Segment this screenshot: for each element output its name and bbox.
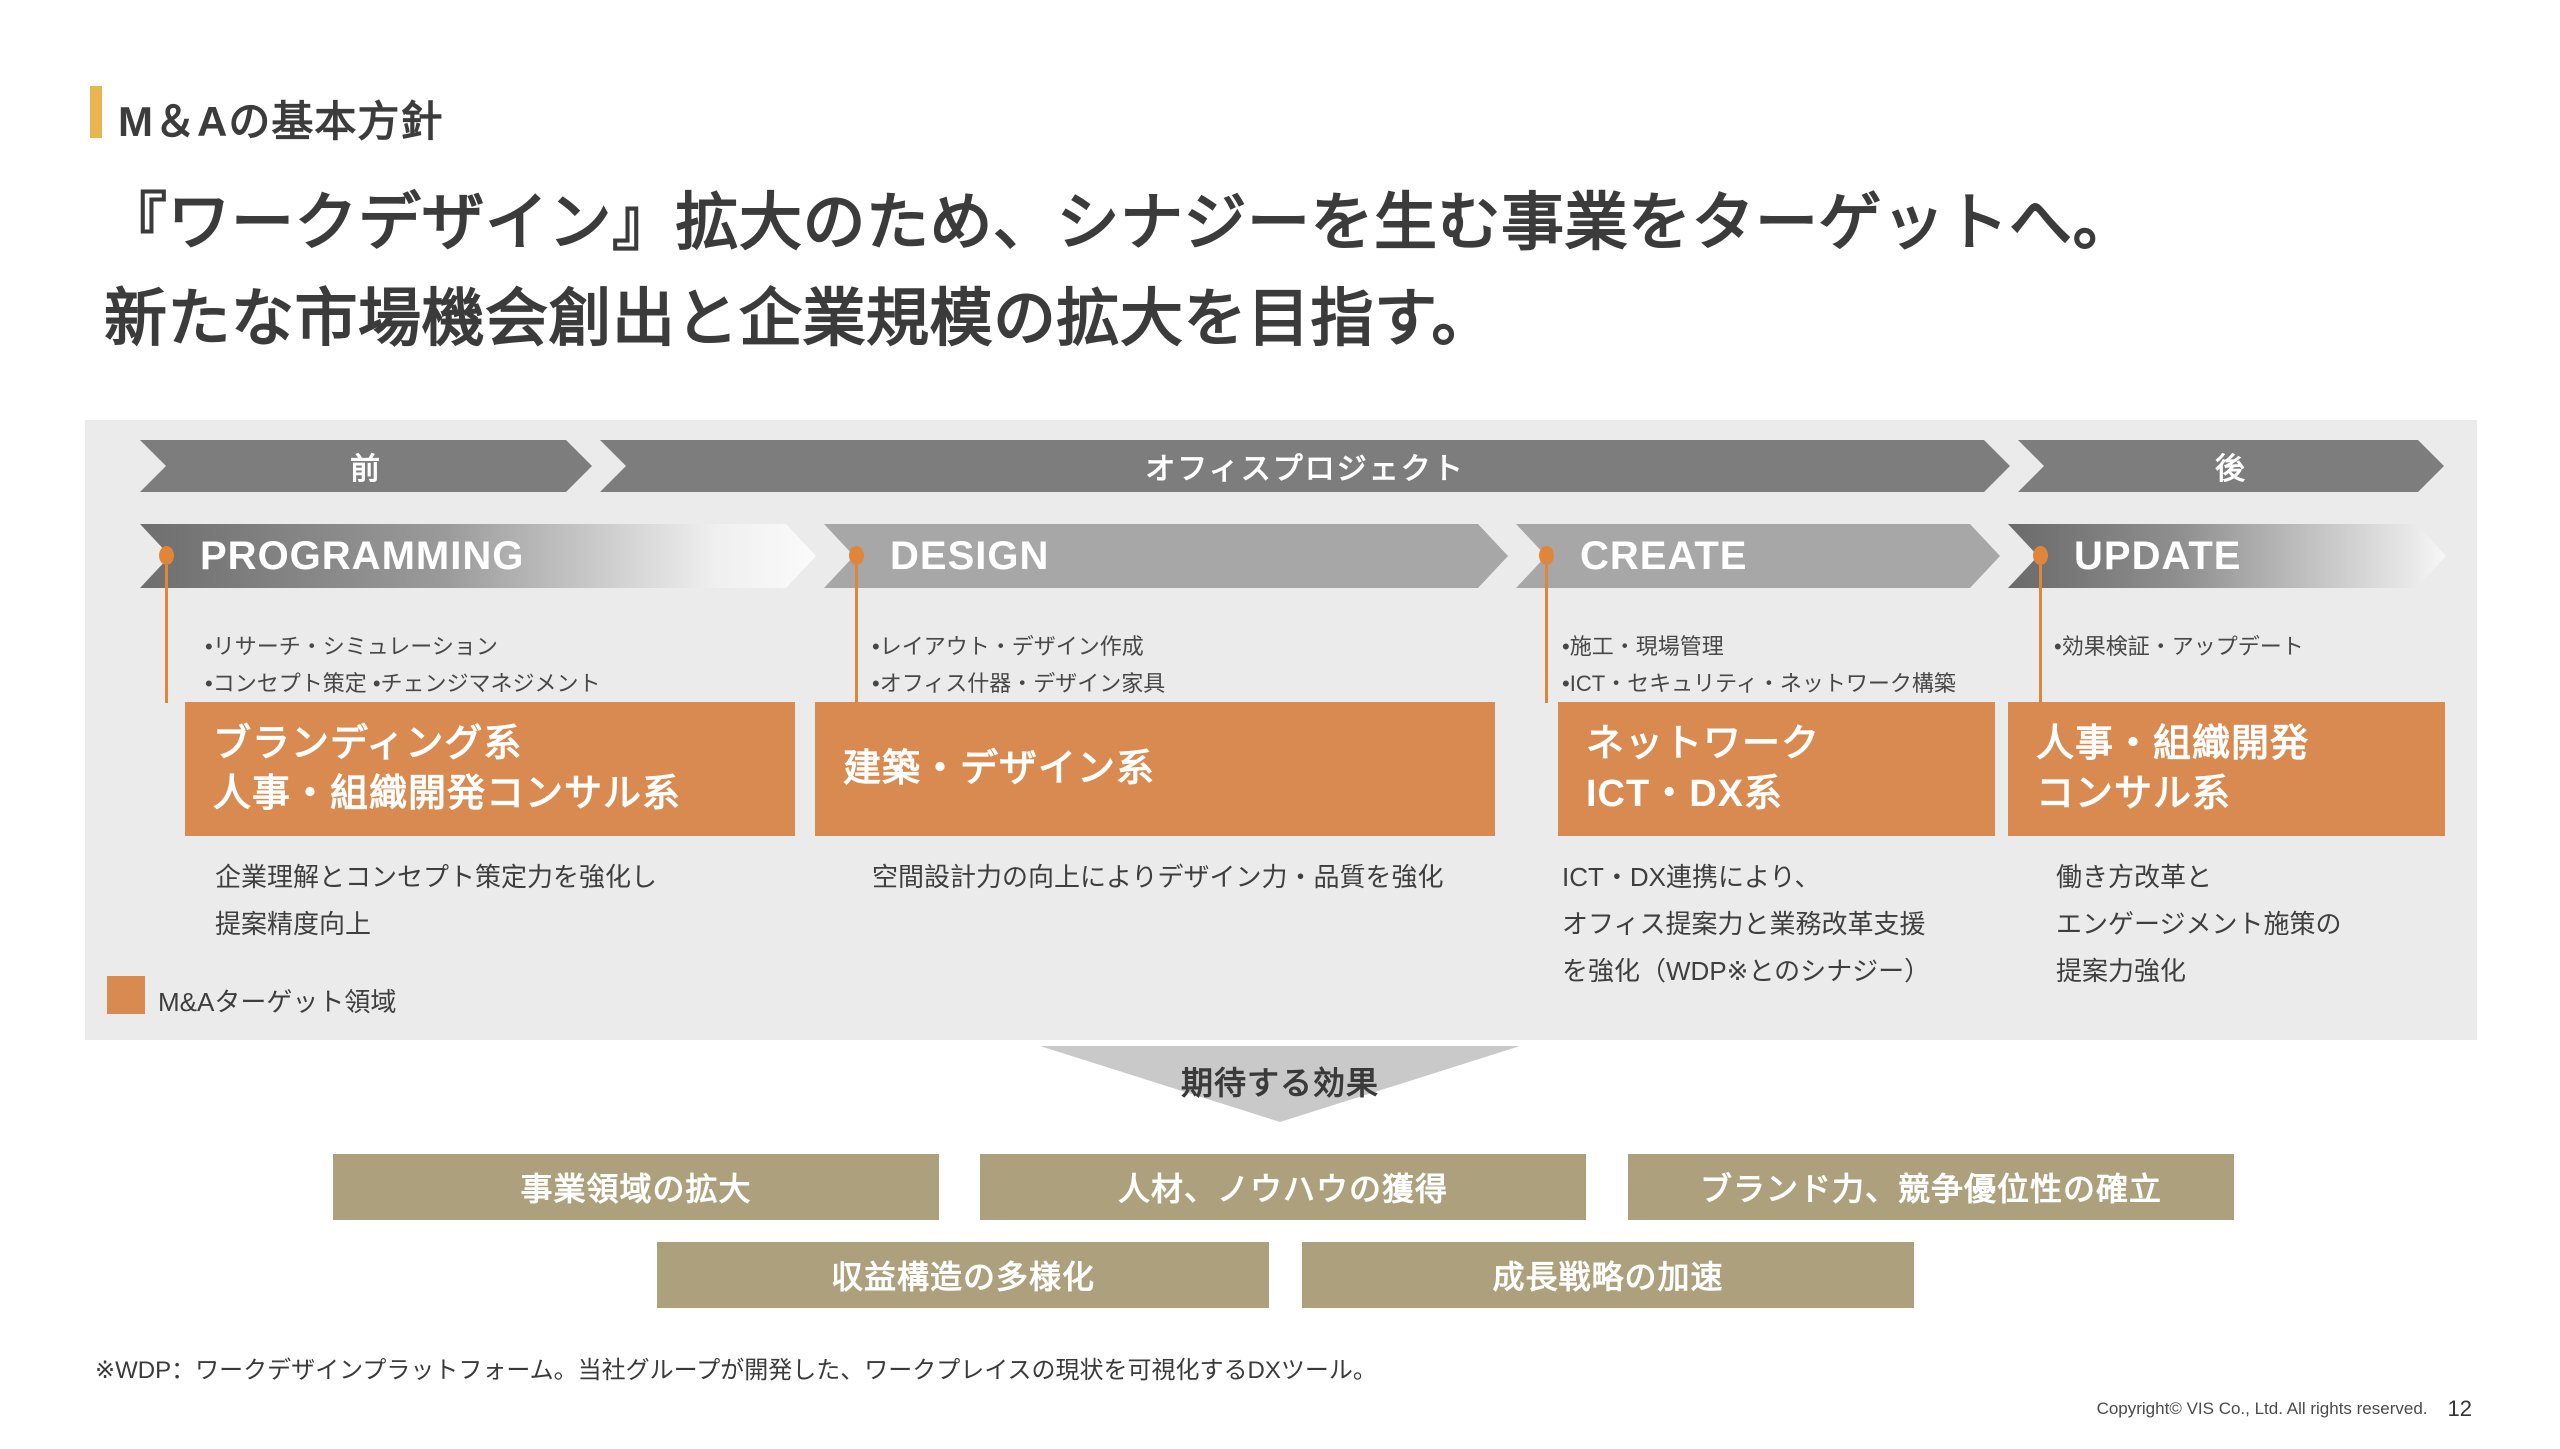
target-box-branding: ブランディング系 人事・組織開発コンサル系 [185, 702, 795, 836]
stage-arrow-after: 後 [2018, 440, 2444, 492]
phase-label: DESIGN [890, 533, 1050, 578]
pin-dot-icon [1538, 546, 1554, 565]
benefit-box-business-expansion: 事業領域の拡大 [333, 1154, 939, 1220]
phase-bullets-create: •施工・現場管理 •ICT・セキュリティ・ネットワーク構築 [1562, 634, 1956, 696]
benefit-box-brand-advantage: ブランド力、競争優位性の確立 [1628, 1154, 2234, 1220]
page-number: 12 [2447, 1396, 2472, 1421]
phase-label: UPDATE [2074, 533, 2242, 578]
pin-line [1544, 565, 1548, 703]
section-title: M＆Aの基本方針 [118, 98, 444, 145]
phase-arrow-programming: PROGRAMMING [140, 524, 816, 588]
benefit-box-growth-acceleration: 成長戦略の加速 [1302, 1242, 1914, 1308]
phase-arrow-create: CREATE [1516, 524, 2000, 588]
target-box-hr-consulting: 人事・組織開発 コンサル系 [2008, 702, 2445, 836]
footnote: ※WDP：ワークデザインプラットフォーム。当社グループが開発した、ワークプレイス… [95, 1357, 1377, 1384]
stage-label: オフィスプロジェクト [1145, 453, 1465, 486]
target-box-network-ict-dx: ネットワーク ICT・DX系 [1558, 702, 1995, 836]
phase-arrow-update: UPDATE [2008, 524, 2446, 588]
pin-dot-icon [848, 546, 864, 565]
stage-arrow-before: 前 [140, 440, 592, 492]
phase-description-update: 働き方改革と エンゲージメント施策の 提案力強化 [2056, 862, 2342, 986]
phase-label: CREATE [1580, 533, 1748, 578]
phase-label: PROGRAMMING [200, 533, 525, 578]
pin-dot-icon [158, 546, 174, 565]
benefit-box-revenue-diversification: 収益構造の多様化 [657, 1242, 1269, 1308]
pin-line [164, 565, 168, 703]
stage-label: 後 [2215, 453, 2247, 486]
pin-line [854, 565, 858, 703]
target-box-architecture-design: 建築・デザイン系 [815, 702, 1495, 836]
copyright-text: Copyright© VIS Co., Ltd. All rights rese… [2096, 1399, 2428, 1418]
phase-bullets-design: •レイアウト・デザイン作成 •オフィス什器・デザイン家具 [872, 634, 1166, 696]
phase-description-design: 空間設計力の向上によりデザイン力・品質を強化 [872, 862, 1444, 892]
effects-title: 期待する効果 [1180, 1065, 1379, 1101]
phase-description-programming: 企業理解とコンセプト策定力を強化し 提案精度向上 [215, 862, 658, 939]
stage-arrow-office-project: オフィスプロジェクト [600, 440, 2010, 492]
phase-bullets-programming: •リサーチ・シミュレーション •コンセプト策定 •チェンジマネジメント [205, 634, 601, 696]
pin-dot-icon [2032, 546, 2048, 565]
headline: 『ワークデザイン』拡大のため、シナジーを生む事業をターゲットへ。 新たな市場機会… [104, 188, 2136, 354]
pin-marker-design [848, 546, 864, 703]
accent-bar [90, 86, 102, 138]
phase-arrow-design: DESIGN [824, 524, 1508, 588]
stage-label: 前 [350, 453, 382, 486]
legend-swatch-icon [107, 976, 145, 1014]
phase-description-create: ICT・DX連携により、 オフィス提案力と業務改革支援 を強化（WDP※とのシナ… [1562, 862, 1931, 986]
pin-marker-programming [158, 546, 174, 703]
legend-label: M&Aターゲット領域 [158, 987, 397, 1017]
phase-bullets-update: •効果検証・アップデート [2054, 634, 2304, 659]
benefit-box-talent-knowhow: 人材、ノウハウの獲得 [980, 1154, 1586, 1220]
pin-marker-update [2032, 546, 2048, 703]
footer: Copyright© VIS Co., Ltd. All rights rese… [2097, 1396, 2472, 1422]
pin-line [2038, 565, 2042, 703]
pin-marker-create [1538, 546, 1554, 703]
